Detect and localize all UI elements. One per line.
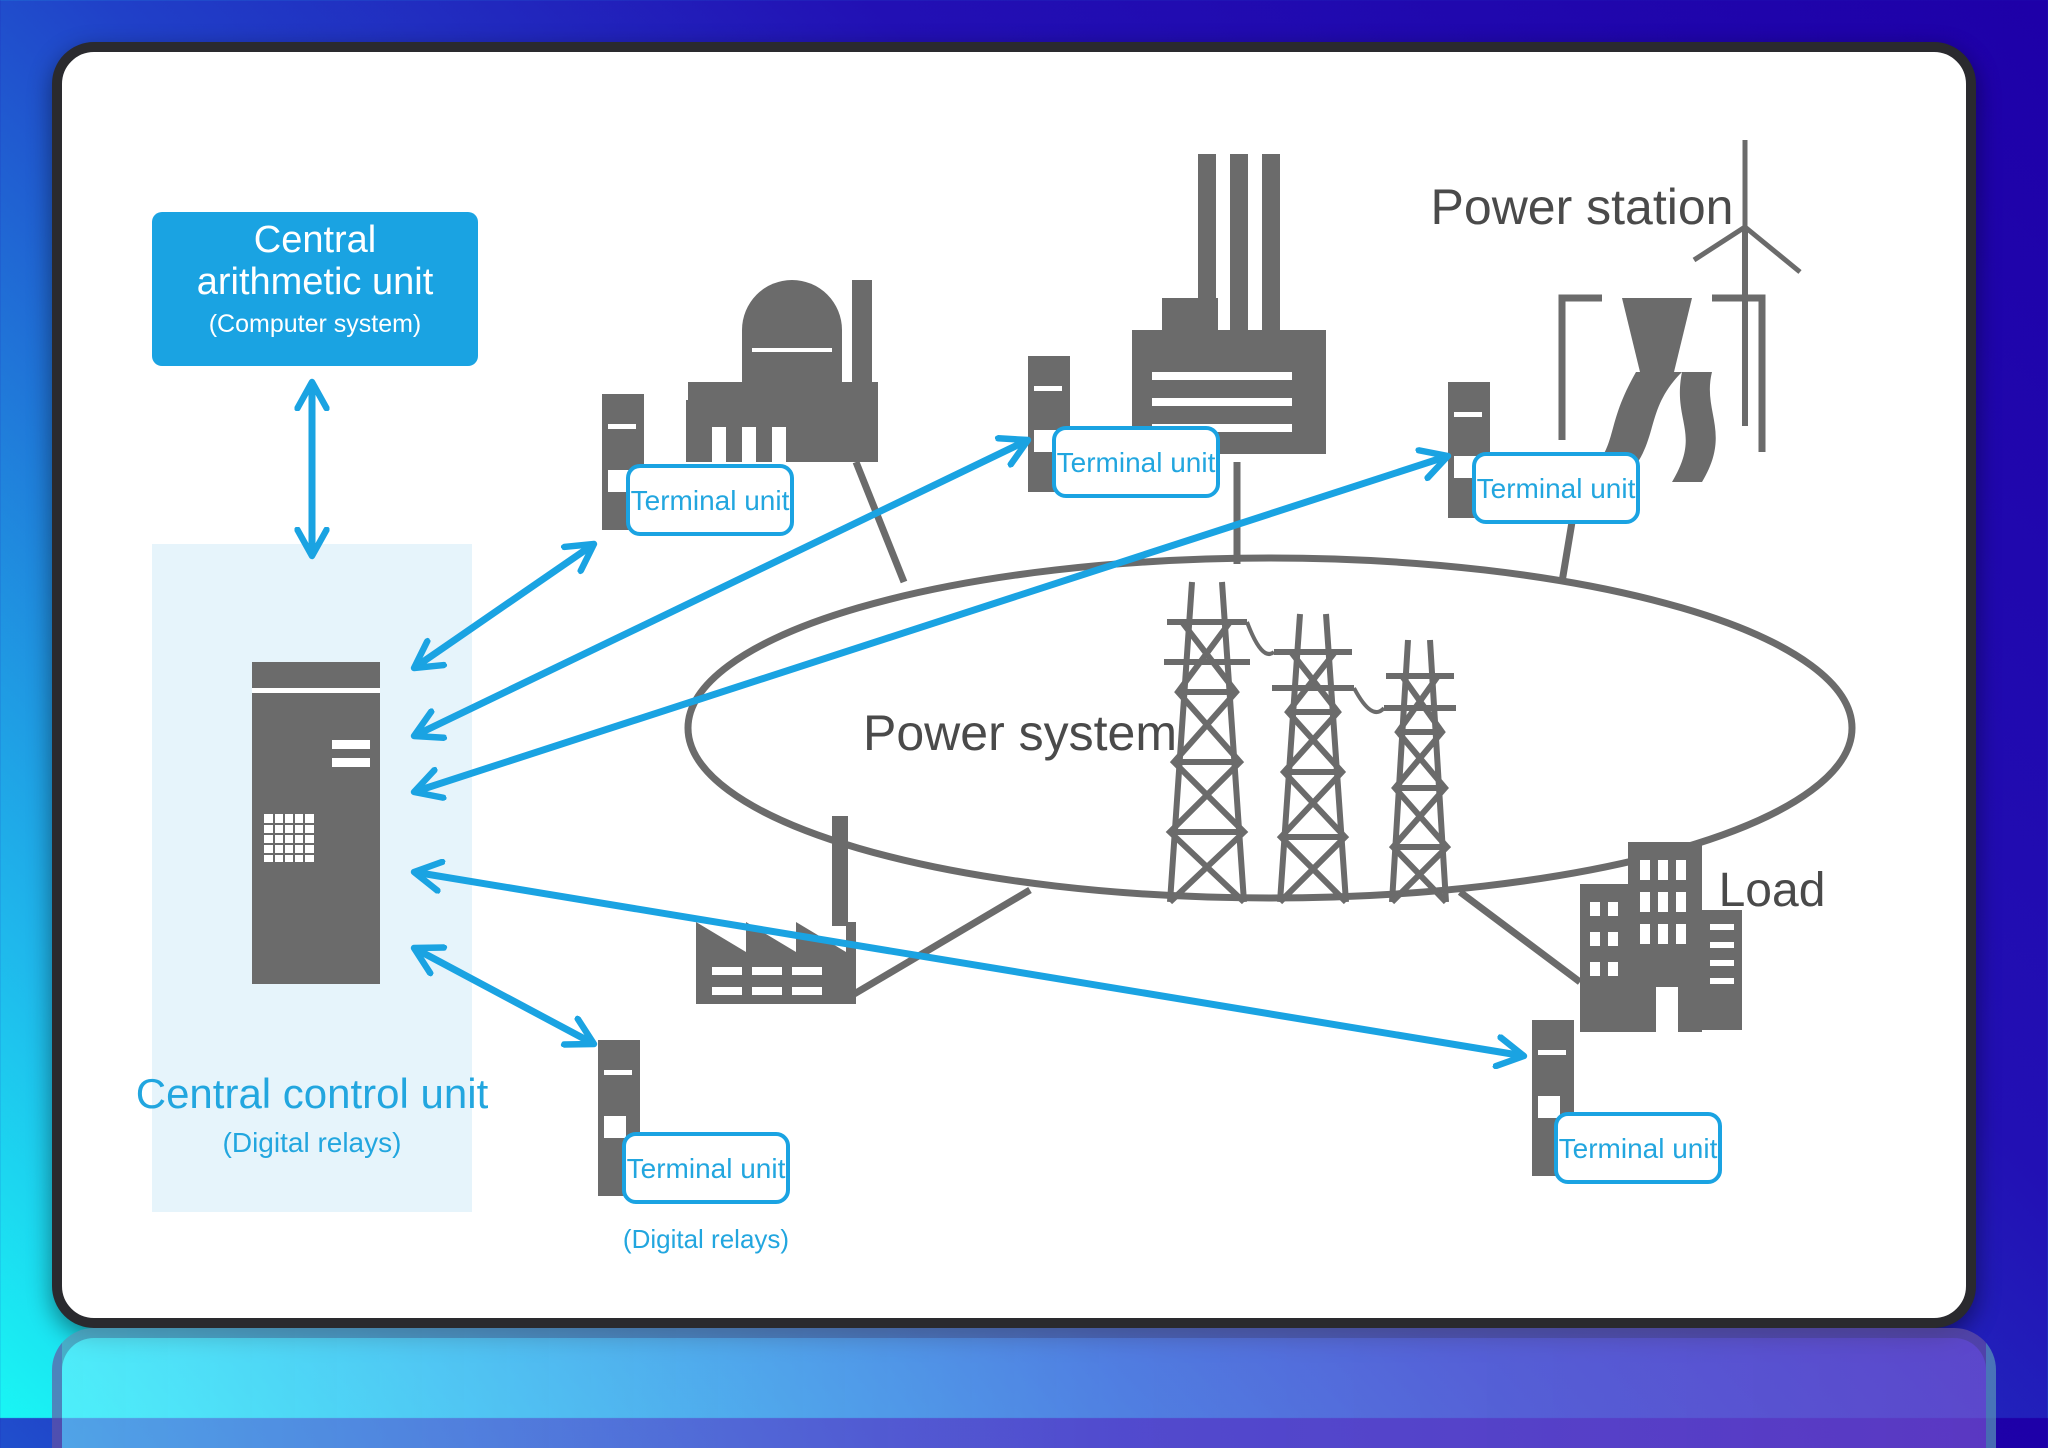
central-arithmetic-unit-line1: Central — [254, 219, 377, 261]
terminal-unit-factory: Terminal unit (Digital relays) — [598, 1040, 790, 1254]
arrow-to-factory-terminal — [414, 948, 594, 1044]
office-buildings-icon — [1580, 842, 1742, 1032]
terminal-unit-power-station: Terminal unit — [1448, 382, 1640, 524]
terminal-unit-label: Terminal unit — [631, 485, 790, 516]
control-unit-cabinet-icon — [252, 662, 380, 984]
terminal-unit-label: Terminal unit — [1057, 447, 1216, 478]
thermal-plant-icon — [1132, 154, 1326, 454]
central-arithmetic-unit-line3: (Computer system) — [209, 310, 422, 338]
central-arithmetic-unit-line2: arithmetic unit — [197, 261, 434, 303]
central-arithmetic-unit-box: Central arithmetic unit (Computer system… — [152, 212, 478, 366]
central-control-unit-title: Central control unit — [136, 1070, 489, 1117]
central-control-unit-subtitle: (Digital relays) — [223, 1127, 402, 1158]
transmission-towers-icon — [1164, 581, 1456, 905]
communication-arrows — [414, 440, 1524, 1056]
arrow-to-power-station-terminal — [414, 456, 1448, 792]
wind-turbine-icon — [1692, 140, 1802, 426]
power-system-label: Power system — [863, 705, 1177, 761]
digital-relays-label: (Digital relays) — [623, 1224, 789, 1254]
arrow-to-load-terminal — [414, 872, 1524, 1056]
card-reflection — [52, 1328, 1996, 1448]
power-station-label: Power station — [1431, 179, 1734, 235]
terminal-unit-label: Terminal unit — [627, 1153, 786, 1184]
nuclear-plant-icon — [686, 280, 878, 462]
factory-icon — [696, 816, 856, 1004]
terminal-unit-load: Terminal unit — [1532, 1020, 1722, 1184]
terminal-unit-label: Terminal unit — [1477, 473, 1636, 504]
load-label: Load — [1719, 864, 1826, 917]
power-system-diagram: Central arithmetic unit (Computer system… — [136, 140, 1856, 1254]
terminal-unit-label: Terminal unit — [1559, 1133, 1718, 1164]
diagram-card: Central arithmetic unit (Computer system… — [52, 42, 1976, 1328]
